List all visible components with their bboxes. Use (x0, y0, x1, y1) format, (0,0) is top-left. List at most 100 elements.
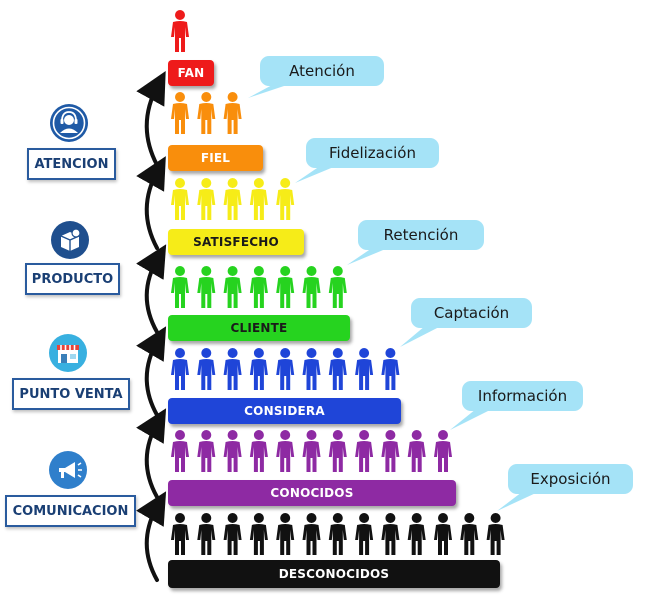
bubble-captacion: Captación (411, 298, 532, 328)
person-icon (171, 348, 189, 390)
person-icon (355, 513, 374, 555)
person-icon (223, 178, 242, 220)
level-label-satisfecho: SATISFECHO (193, 235, 279, 249)
person-icon (328, 348, 347, 390)
person-icon (302, 266, 321, 308)
bubble-tail (347, 248, 388, 265)
up-arrow-icon (136, 156, 166, 250)
megaphone-icon (49, 451, 87, 489)
person-icon (197, 430, 216, 472)
category-box-producto: PRODUCTO (25, 263, 120, 295)
bubble-tail (248, 84, 290, 98)
person-icon (249, 348, 268, 390)
people-row-fiel (171, 92, 242, 134)
person-icon (197, 348, 216, 390)
up-arrow-icon (136, 244, 167, 334)
headset-agent-icon (50, 104, 88, 142)
person-icon (276, 266, 295, 308)
person-icon (249, 430, 268, 472)
bubble-atencion: Atención (260, 56, 384, 86)
person-icon (302, 348, 321, 390)
people-row-cliente (171, 266, 347, 308)
level-label-considera: CONSIDERA (244, 404, 325, 418)
bubble-informacion: Información (462, 381, 583, 411)
person-icon (197, 92, 216, 134)
bubble-label-informacion: Información (477, 387, 568, 405)
person-icon (381, 348, 400, 390)
person-icon (302, 430, 321, 472)
level-bar-desconocidos: DESCONOCIDOS (168, 560, 500, 588)
person-icon (328, 513, 347, 555)
person-icon (276, 513, 295, 555)
person-icon (171, 266, 189, 308)
person-icon (249, 266, 268, 308)
person-icon (171, 178, 189, 220)
up-arrow-icon (136, 326, 167, 417)
person-icon (223, 513, 242, 555)
bubble-label-fidelizacion: Fidelización (329, 144, 416, 162)
bubble-label-exposicion: Exposición (530, 470, 611, 488)
level-label-conocidos: CONOCIDOS (270, 486, 354, 500)
level-label-fan: FAN (177, 66, 205, 80)
person-icon (355, 348, 374, 390)
bubble-exposicion: Exposición (508, 464, 633, 494)
person-icon (171, 430, 189, 472)
person-icon (328, 430, 347, 472)
category-label-producto: PRODUCTO (31, 271, 114, 287)
person-icon (171, 10, 189, 52)
bubble-tail (295, 166, 336, 183)
person-icon (486, 513, 505, 555)
category-box-punto-venta: PUNTO VENTA (12, 378, 130, 410)
person-icon (223, 92, 242, 134)
category-box-comunicacion: COMUNICACION (5, 495, 136, 527)
level-label-cliente: CLIENTE (230, 321, 288, 335)
bubble-tail (497, 492, 538, 511)
person-icon (223, 430, 242, 472)
up-arrow-icon (136, 70, 166, 167)
person-icon (197, 513, 216, 555)
bubble-tail (450, 409, 492, 430)
level-bar-satisfecho: SATISFECHO (168, 229, 304, 255)
person-icon (302, 513, 321, 555)
bubble-fidelizacion: Fidelización (306, 138, 439, 168)
bubble-label-atencion: Atención (289, 62, 355, 80)
people-row-desconocidos (171, 513, 505, 555)
bubble-label-captacion: Captación (433, 304, 510, 322)
level-bar-conocidos: CONOCIDOS (168, 480, 456, 506)
person-icon (171, 92, 189, 134)
level-label-desconocidos: DESCONOCIDOS (278, 567, 390, 581)
person-icon (407, 513, 426, 555)
category-label-comunicacion: COMUNICACION (12, 503, 129, 519)
person-icon (197, 266, 216, 308)
storefront-icon (49, 334, 87, 372)
up-arrow-icon (136, 408, 167, 499)
person-icon (276, 178, 295, 220)
category-box-atencion: ATENCION (27, 148, 116, 180)
person-icon (223, 348, 242, 390)
person-icon (381, 430, 400, 472)
person-icon (407, 430, 426, 472)
person-icon (249, 513, 268, 555)
person-icon (381, 513, 400, 555)
people-row-fan (171, 10, 189, 52)
up-arrow-icon (136, 491, 167, 582)
person-icon (328, 266, 347, 308)
people-row-satisfecho (171, 178, 295, 220)
person-icon (197, 178, 216, 220)
level-bar-cliente: CLIENTE (168, 315, 350, 341)
level-label-fiel: FIEL (200, 151, 231, 165)
person-icon (276, 430, 295, 472)
level-bar-fan: FAN (168, 60, 214, 86)
person-icon (460, 513, 479, 555)
person-icon (223, 266, 242, 308)
bubble-retencion: Retención (358, 220, 484, 250)
person-icon (171, 513, 189, 555)
category-label-atencion: ATENCION (34, 156, 109, 172)
person-icon (276, 348, 295, 390)
people-row-conocidos (171, 430, 452, 472)
category-label-punto-venta: PUNTO VENTA (19, 386, 123, 402)
